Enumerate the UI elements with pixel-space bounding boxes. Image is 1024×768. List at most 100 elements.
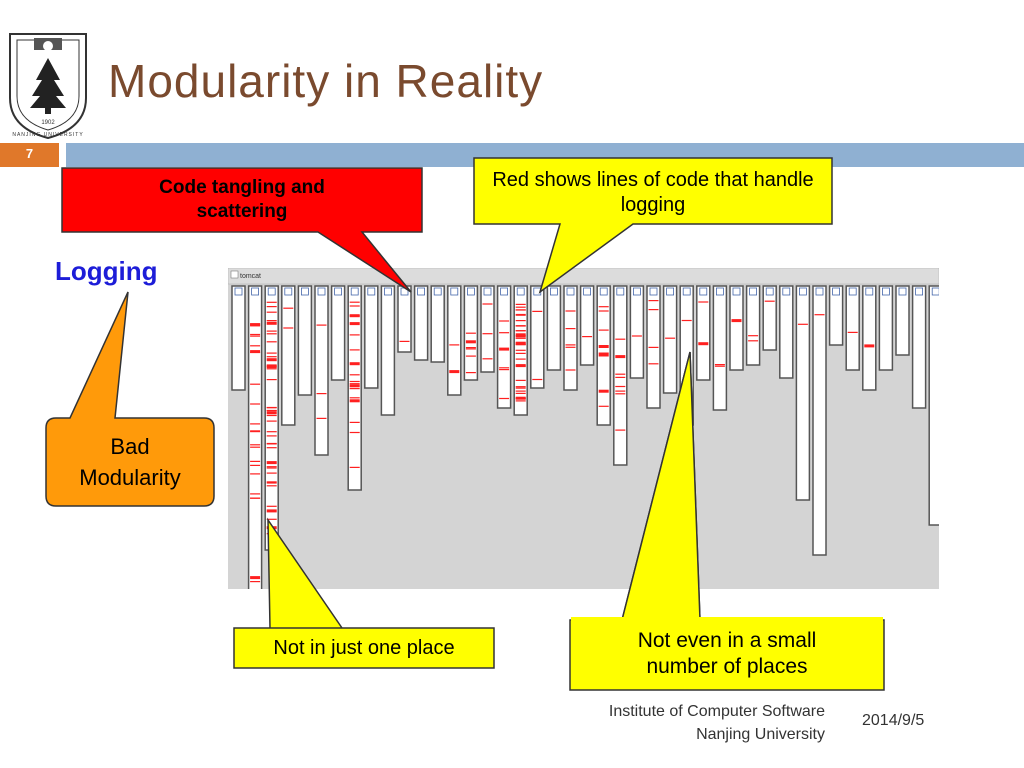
logging-line [598,405,609,407]
not-small-pointer [621,351,701,621]
logging-line [764,300,775,302]
logging-line [266,341,277,343]
module-column [878,285,894,371]
logging-line [250,464,261,466]
not-one-place-callout-shape [233,517,495,669]
module-column [729,285,744,371]
logging-line [465,340,476,344]
logging-line [864,344,875,348]
logging-line [266,368,277,370]
logging-line [515,364,526,368]
module-header [500,287,509,296]
module-column [812,285,827,556]
logging-line [499,369,510,371]
logging-line [515,352,526,354]
logging-line [316,417,327,419]
logging-line [515,333,526,337]
logging-line [250,403,261,405]
logging-line [465,355,476,357]
logging-line [582,336,593,338]
logging-line [250,383,261,385]
module-column [862,285,877,391]
module-column [563,285,578,391]
logging-line [349,305,360,307]
logging-line [565,344,576,346]
module-column [579,285,595,366]
logging-line [250,446,261,448]
logging-line [266,352,277,354]
module-header [433,287,442,296]
logging-line [598,306,609,308]
logging-line [266,467,277,469]
module-header [732,287,741,296]
logging-line [250,460,261,462]
not-small-joint [571,617,883,623]
code-visualization: tomcat [227,267,943,601]
logging-line [598,329,609,331]
module-header [682,287,691,296]
logging-line [250,497,261,499]
logging-line [250,350,261,354]
logging-line [698,342,709,346]
module-column [629,285,645,379]
logging-line [266,482,277,484]
module-header [367,287,376,296]
module-header [882,287,890,296]
module-header [417,287,426,296]
footer-institute: Institute of Computer Software Nanjing U… [500,700,825,746]
logging-line [698,301,709,303]
logging-line [349,362,360,366]
logging-line [266,447,277,449]
logging-line [449,370,460,374]
logging-line [598,353,609,357]
module-header [848,287,857,296]
logging-line [465,372,476,374]
module-header [749,287,757,296]
logging-line [598,352,609,354]
module-header [549,287,558,296]
logging-line [250,431,261,433]
bad-modularity-callout-text: Bad Modularity [79,434,181,490]
logging-line [266,518,277,520]
footer-institute-line2: Nanjing University [696,726,825,744]
logging-line [349,349,360,351]
logging-line [349,431,360,434]
logging-line [266,431,277,433]
module-column [779,285,794,379]
not-one-place-callout-text: Not in just one place [273,637,455,659]
module-header [301,287,309,296]
module-header [334,287,342,296]
logging-line [266,311,277,313]
logging-line [615,393,626,395]
slide-title: Modularity in Reality [108,55,544,107]
logging-line [399,340,410,342]
module-header [566,287,575,296]
logging-line [250,581,261,583]
logging-line [266,461,277,465]
logging-line [266,364,277,366]
logging-line [731,319,742,323]
logging-line [515,390,526,392]
logging-line [316,393,327,395]
module-header [832,287,840,296]
logging-line [615,355,626,359]
module-header [450,287,459,296]
logging-line [266,466,277,468]
logging-line [515,337,526,339]
module-column [413,285,429,361]
module-header [383,287,392,296]
logging-line [465,332,476,334]
logging-line [266,301,277,303]
module-header [799,287,807,296]
module-header [699,287,708,296]
logging-line [565,310,576,312]
logging-line [648,363,659,365]
logging-line [748,335,759,337]
logging-line [615,338,626,340]
logging-line [515,314,526,316]
logging-line [266,485,277,487]
logging-line [449,344,460,346]
logging-line [681,319,692,322]
logging-line [515,387,526,389]
